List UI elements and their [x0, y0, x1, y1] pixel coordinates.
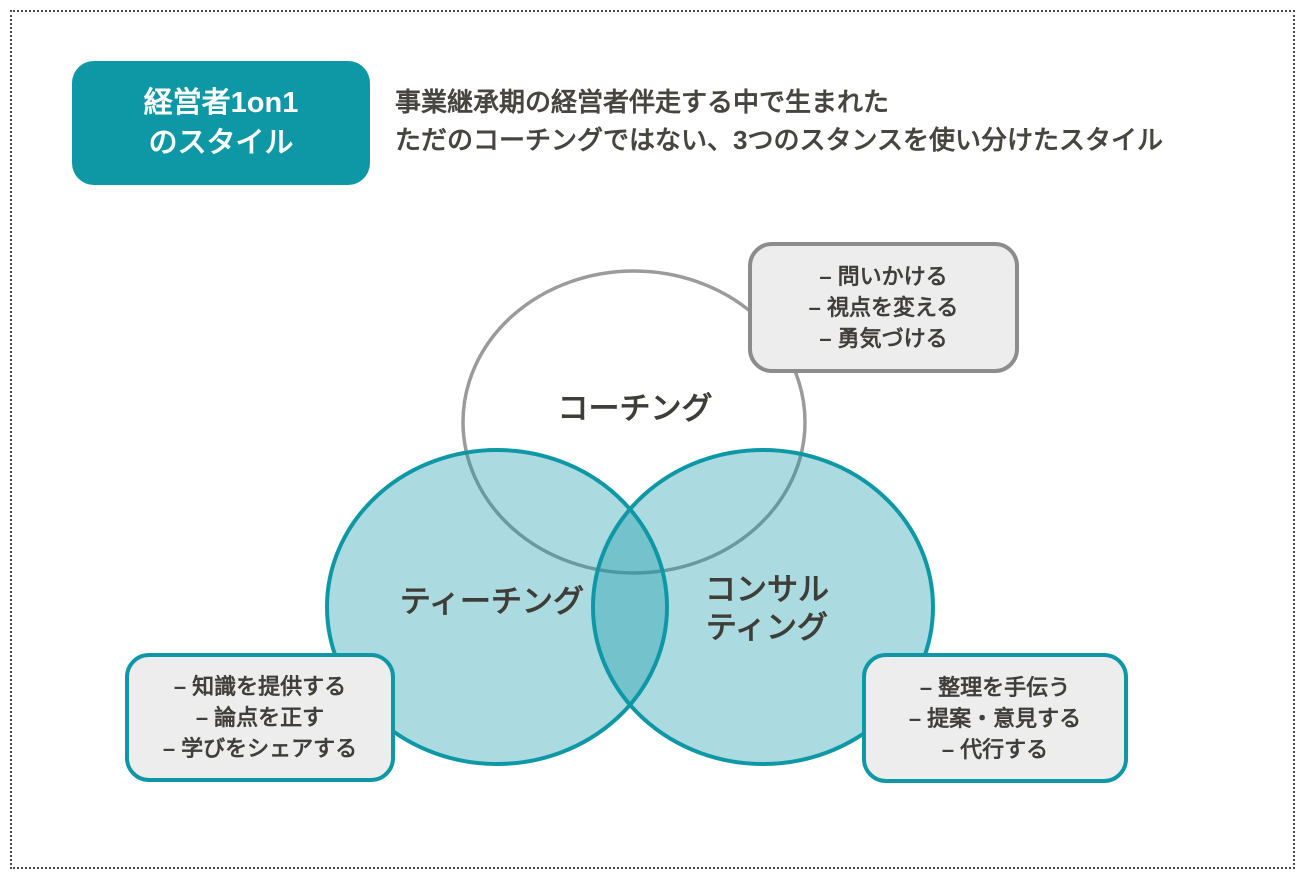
consulting-label: コンサル ティング — [705, 572, 829, 645]
title-badge: 経営者1on1 のスタイル — [72, 61, 370, 185]
consulting-callout-item: – 提案・意見する — [908, 705, 1082, 731]
consulting-callout-item: – 整理を手伝う — [919, 674, 1071, 700]
teaching-callout-item: – 知識を提供する — [173, 674, 347, 699]
coaching-callout-item: – 勇気づける — [819, 326, 948, 351]
teaching-callout-item: – 論点を正す — [195, 705, 325, 730]
heading-text: 事業継承期の経営者伴走する中で生まれた ただのコーチングではない、3つのスタンス… — [395, 87, 1163, 155]
consulting-callout-item: – 代行する — [941, 736, 1049, 762]
coaching-label: コーチング — [557, 391, 713, 426]
consulting-callout: – 整理を手伝う – 提案・意見する – 代行する — [862, 653, 1128, 783]
coaching-circle — [461, 269, 807, 575]
coaching-callout-item: – 問いかける — [819, 264, 948, 289]
dotted-page-border — [10, 10, 1295, 869]
teaching-callout: – 知識を提供する – 論点を正す – 学びをシェアする — [125, 653, 395, 782]
teaching-circle — [325, 448, 669, 766]
coaching-callout-item: – 視点を変える — [808, 295, 959, 320]
consulting-circle — [591, 448, 935, 766]
teaching-callout-item: – 学びをシェアする — [162, 736, 358, 761]
teaching-label: ティーチング — [399, 584, 585, 619]
coaching-callout: – 問いかける – 視点を変える – 勇気づける — [748, 242, 1019, 373]
